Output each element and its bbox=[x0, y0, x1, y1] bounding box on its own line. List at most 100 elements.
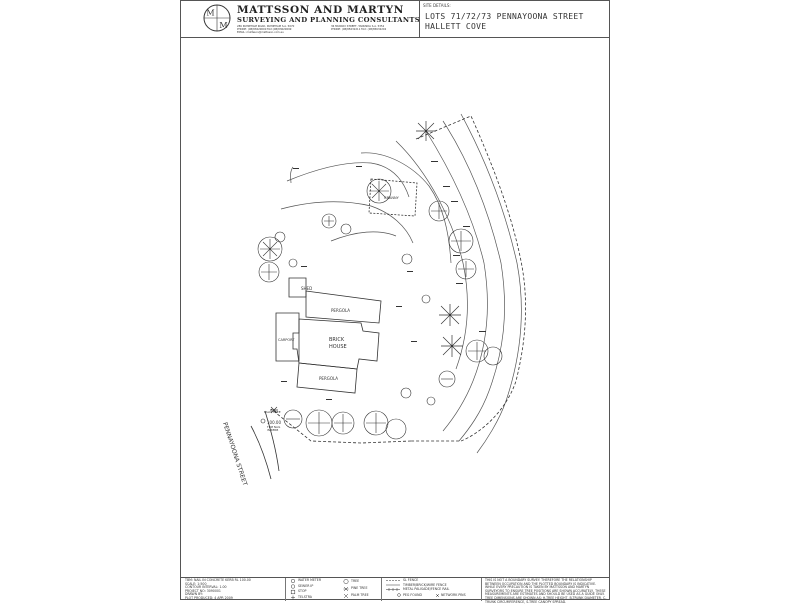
legend-note-5: DRAWN BY: bbox=[185, 592, 203, 597]
pine-tree-legend-icon bbox=[343, 586, 349, 592]
street-kerb bbox=[250, 410, 280, 480]
carport-outline bbox=[275, 312, 300, 362]
contour-line bbox=[442, 120, 505, 442]
granny-flat-label: GRANNY bbox=[384, 196, 400, 200]
tree-icon bbox=[288, 258, 298, 268]
tbm-note-1: TBM NAIL bbox=[266, 425, 281, 429]
contour-line bbox=[286, 162, 410, 198]
house-label-1: BRICK bbox=[329, 337, 345, 343]
spot-level-tick bbox=[293, 168, 299, 169]
metal-fence-icon bbox=[386, 588, 400, 591]
firm-address-left: 286 PAYNEHAM ROAD, PAYNEHAM S.A. 5070 bbox=[237, 25, 295, 28]
legend-stop: STOP bbox=[298, 589, 307, 593]
svg-text:M: M bbox=[219, 21, 227, 30]
boundary-line bbox=[270, 408, 412, 444]
spot-levels bbox=[281, 161, 486, 400]
tree-icon bbox=[438, 370, 456, 388]
legend-metal-fence: METAL PALISADE/FENCE RAIL bbox=[403, 587, 450, 591]
house-label-2: HOUSE bbox=[329, 344, 347, 350]
firm-email: EMAIL: mattsson@mattsson.com.au bbox=[237, 31, 284, 34]
tree-icon bbox=[363, 410, 389, 436]
legend-palm-tree: PALM TREE bbox=[351, 593, 369, 597]
spot-level-tick bbox=[463, 226, 470, 227]
legend-peg-found: PEG FOUND bbox=[403, 592, 422, 597]
spot-level-tick bbox=[451, 201, 458, 202]
site-address-line-1: LOTS 71/72/73 PENNAYOONA STREET bbox=[425, 12, 584, 21]
spot-level-tick bbox=[479, 331, 486, 332]
legend-divider bbox=[481, 578, 482, 601]
tree-icon bbox=[421, 294, 431, 304]
spot-level-tick bbox=[407, 271, 413, 272]
firm-logo-icon: M M bbox=[203, 4, 231, 32]
pine-tree-icon bbox=[416, 121, 436, 141]
kerb-line bbox=[264, 410, 280, 472]
svg-text:M: M bbox=[206, 9, 214, 18]
spot-level-tick bbox=[431, 161, 438, 162]
tree-icon bbox=[283, 409, 303, 429]
legend-network-pins: NETWORK PINS bbox=[441, 592, 466, 597]
legend-note-1: TBM: NAIL IN CONCRETE KERB RL 100.00 bbox=[185, 578, 251, 582]
pergola-bottom-outline bbox=[296, 362, 358, 394]
carport-label: CARPORT bbox=[278, 338, 295, 342]
legend-disclaimer: THIS IS NOT A BOUNDARY SURVEY. THEREFORE… bbox=[485, 578, 607, 604]
contour-line bbox=[290, 166, 294, 184]
tree-icon bbox=[274, 231, 286, 243]
tree-icon bbox=[305, 409, 333, 437]
spot-level-tick bbox=[411, 341, 417, 342]
boundary-line bbox=[411, 115, 526, 442]
tree-icon bbox=[428, 200, 450, 222]
spot-level-tick bbox=[356, 166, 362, 167]
legend-tree: TREE bbox=[351, 579, 360, 583]
firm-address-right: 36 MURRAY STREET, TANUNDA S.A. 5352 bbox=[331, 25, 385, 28]
tree-icon bbox=[448, 228, 474, 254]
tree-icon bbox=[465, 339, 489, 363]
legend-note-3: CONTOUR INTERVAL: 1.00 bbox=[185, 585, 227, 590]
water-meter-icon bbox=[290, 578, 296, 584]
peg-found-icon bbox=[397, 593, 401, 597]
tree-icon bbox=[426, 396, 436, 406]
spot-level-tick bbox=[443, 186, 450, 187]
tree-icon bbox=[366, 178, 392, 204]
pine-tree-icon bbox=[439, 304, 461, 326]
tree-icon bbox=[400, 387, 412, 399]
legend-pine-tree: PINE TREE bbox=[351, 586, 368, 590]
legend-sewer: SEWER IP bbox=[298, 583, 314, 588]
legend-note-6: PLOT PRODUCED: 4 APR 2009 bbox=[185, 596, 233, 600]
site-plan-drawing: PENNAYOONA STREET 100.00 TBM NAIL IN KER… bbox=[221, 113, 526, 487]
pine-trees bbox=[270, 121, 463, 414]
network-pins-icon bbox=[435, 593, 440, 598]
pergola-top-label: PERGOLA bbox=[331, 308, 350, 313]
contour-line bbox=[280, 201, 414, 244]
contour-line bbox=[330, 231, 397, 242]
site-address-line-2: HALLETT COVE bbox=[425, 22, 487, 31]
property-boundary bbox=[270, 115, 526, 444]
pine-tree-icon bbox=[270, 406, 278, 414]
tree-icon bbox=[483, 346, 503, 366]
contour-line bbox=[425, 130, 488, 432]
legend-symbols bbox=[290, 578, 440, 600]
shed-label: SHED bbox=[301, 286, 312, 291]
spot-level-tick bbox=[456, 283, 463, 284]
tree-icon bbox=[331, 411, 355, 435]
contour-line bbox=[395, 140, 468, 370]
survey-drawing-sheet: M M MATTSSON AND MARTYN SURVEYING AND PL… bbox=[180, 0, 610, 604]
legend-panel: TBM: NAIL IN CONCRETE KERB RL 100.00 SCA… bbox=[181, 577, 609, 604]
tree-icon bbox=[401, 253, 413, 265]
firm-name: MATTSSON AND MARTYN bbox=[237, 4, 404, 16]
tbm-note-2: IN KERB bbox=[267, 428, 278, 432]
spot-level-tick bbox=[301, 266, 307, 267]
title-divider bbox=[419, 1, 420, 38]
tree-icon bbox=[385, 418, 407, 440]
legend-water-meter: WATER METER bbox=[298, 578, 322, 582]
tree-icon bbox=[340, 223, 352, 235]
sewer-icon bbox=[290, 584, 296, 589]
spot-level-tick bbox=[396, 306, 402, 307]
spot-level-tick bbox=[326, 399, 332, 400]
spot-level-tick bbox=[281, 381, 287, 382]
firm-subtitle: SURVEYING AND PLANNING CONSULTANTS bbox=[237, 16, 420, 24]
tree-icon bbox=[257, 236, 283, 262]
legend-telstra: TELSTRA bbox=[298, 594, 312, 599]
title-block: M M MATTSSON AND MARTYN SURVEYING AND PL… bbox=[181, 1, 609, 38]
tree-legend-icon bbox=[343, 579, 349, 584]
site-details-label: SITE DETAILS: bbox=[423, 3, 451, 8]
